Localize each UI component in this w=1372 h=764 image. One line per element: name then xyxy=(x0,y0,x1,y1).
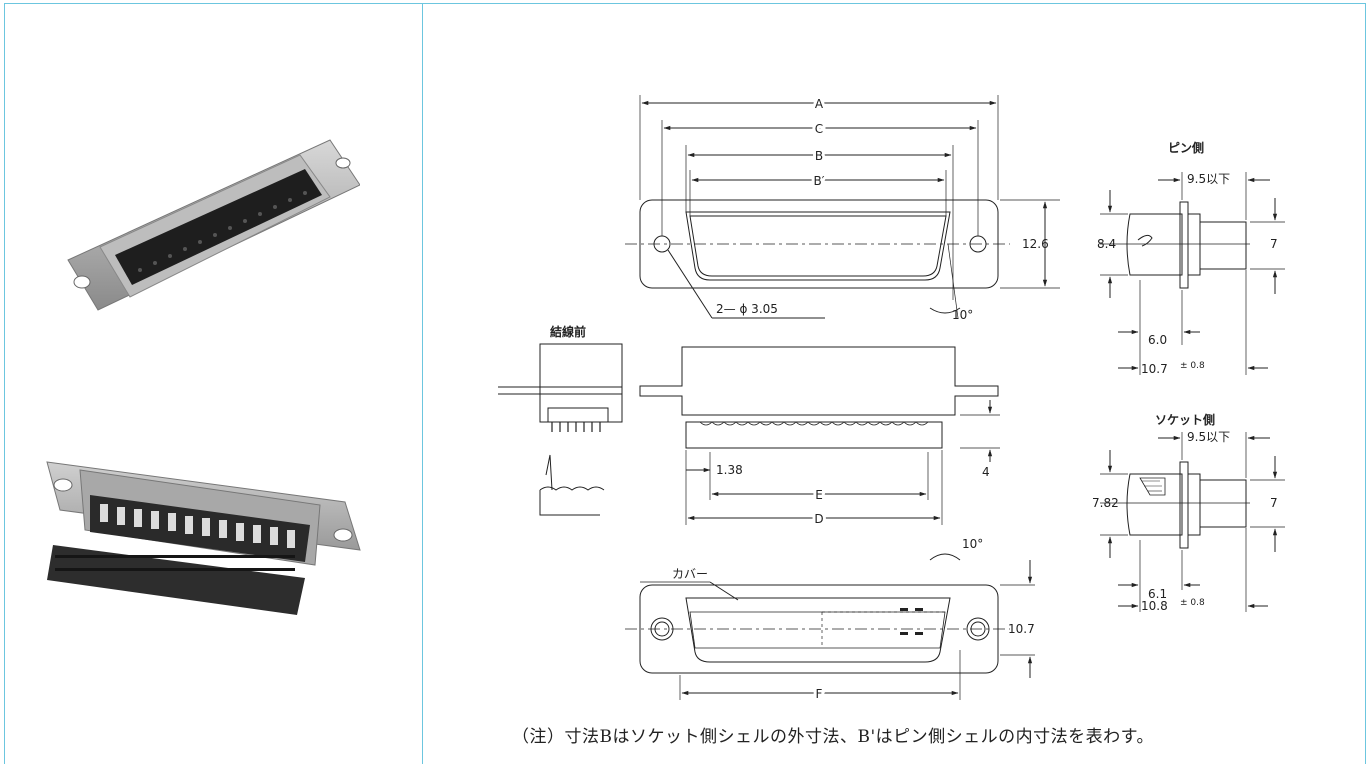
dim-label-4: 4 xyxy=(982,465,990,479)
pin-connector-photo xyxy=(67,139,360,311)
before-wiring-view xyxy=(498,343,623,516)
dim-label-6-0: 6.0 xyxy=(1148,333,1167,347)
cover-label: カバー xyxy=(672,567,708,581)
dim-label-c: C xyxy=(815,122,823,136)
dim-label-7-pin: 7 xyxy=(1270,237,1278,251)
dim-label-1-38: 1.38 xyxy=(716,463,743,477)
dim-label-10-7-bottom: 10.7 xyxy=(1008,622,1035,636)
hole-label: 2— ϕ 3.05 xyxy=(716,302,778,316)
dim-label-f: F xyxy=(816,687,823,701)
socket-side-title: ソケット側 xyxy=(1155,412,1215,427)
dim-label-7-socket: 7 xyxy=(1270,496,1278,510)
dim-label-b-prime: B′ xyxy=(814,174,825,188)
dim-label-d: D xyxy=(814,512,823,526)
dim-label-7-82: 7.82 xyxy=(1092,496,1119,510)
dim-label-10-8: 10.8 xyxy=(1141,599,1168,613)
dim-label-a: A xyxy=(815,97,824,111)
side-view xyxy=(639,346,1000,525)
dim-label-8-4: 8.4 xyxy=(1097,237,1116,251)
socket-side-view xyxy=(1100,432,1285,612)
tolerance-socket: ± 0.8 xyxy=(1180,598,1205,608)
dim-label-9-5-socket: 9.5以下 xyxy=(1187,430,1230,444)
pin-side-title: ピン側 xyxy=(1168,140,1204,155)
dim-label-9-5-pin: 9.5以下 xyxy=(1187,172,1230,186)
panel-divider xyxy=(422,3,423,764)
socket-connector-photo xyxy=(46,461,361,615)
before-wiring-title: 結線前 xyxy=(550,324,586,339)
cover-view xyxy=(625,553,1035,700)
angle-label-bottom: 10° xyxy=(962,537,983,551)
top-view xyxy=(625,95,1060,319)
tolerance-pin: ± 0.8 xyxy=(1180,361,1205,371)
dim-label-12-6: 12.6 xyxy=(1022,237,1049,251)
dim-label-10-7-pin: 10.7 xyxy=(1141,362,1168,376)
page-frame xyxy=(4,3,1366,764)
footnote: （注）寸法Bはソケット側シェルの外寸法、B'はピン側シェルの内寸法を表わす。 xyxy=(512,727,1154,747)
angle-label-top: 10° xyxy=(952,308,973,322)
dim-label-e: E xyxy=(815,488,823,502)
pin-side-view xyxy=(1100,172,1285,375)
dim-label-b: B xyxy=(815,149,823,163)
dim-label-6-1: 6.1 xyxy=(1148,587,1167,601)
